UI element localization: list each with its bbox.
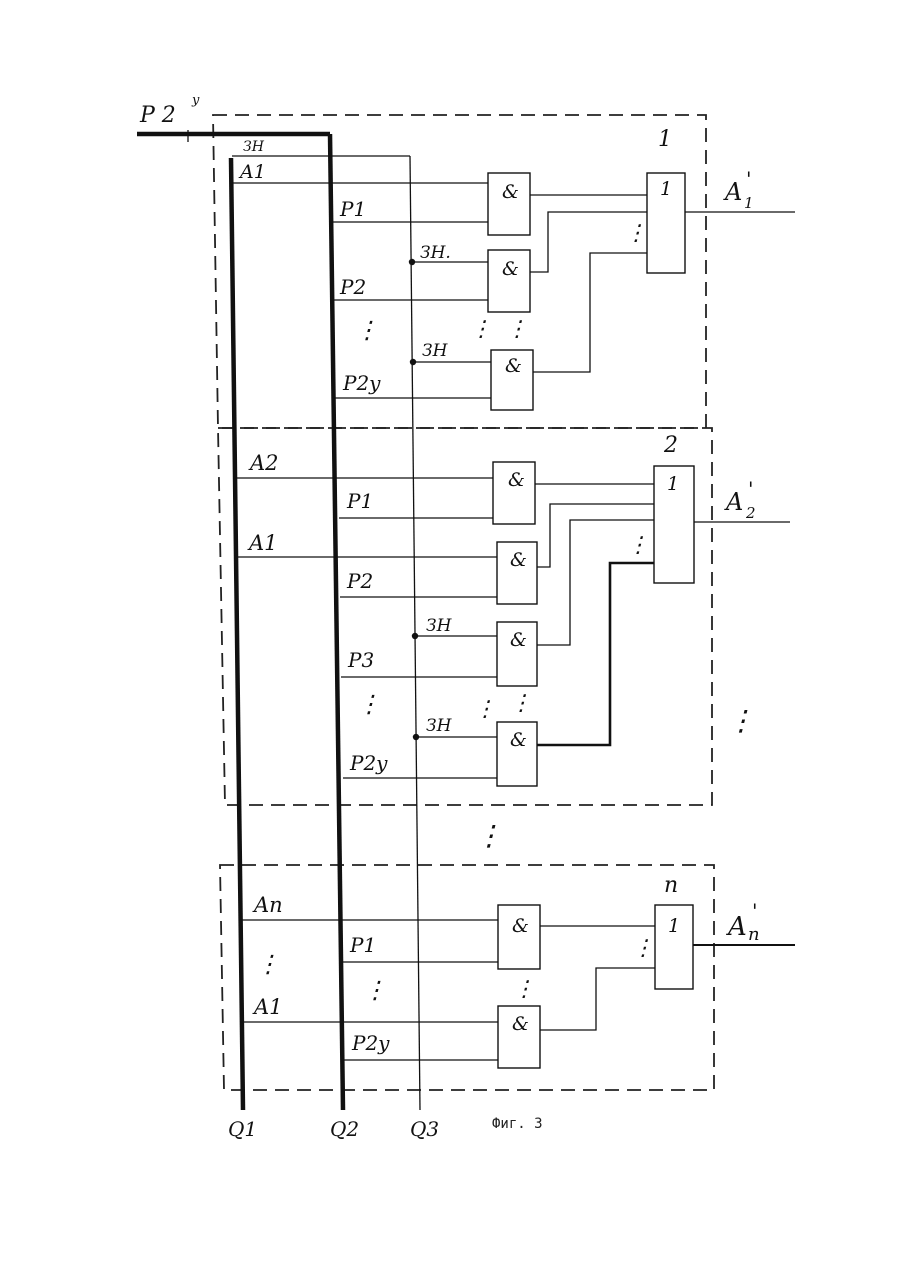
block-1-p1: P1 <box>339 197 366 221</box>
block-1-zn-1: ЗН. <box>420 243 451 263</box>
block-1-gate-ellipsis-b: ⋮ <box>506 317 528 342</box>
svg-text:n: n <box>748 924 760 945</box>
block-n-or-symbol: 1 <box>668 915 680 937</box>
svg-text:у: у <box>191 93 200 108</box>
block-n-and-symbol-1: & <box>512 915 529 937</box>
block-2-p-ellipsis: ⋮ <box>357 690 381 718</box>
block-1-input-a1: A1 <box>238 161 266 183</box>
block-2-input-a2: A2 <box>248 451 279 475</box>
block-1-or-ellipsis: ⋮ <box>625 221 647 246</box>
block-1-p2y: P2у <box>342 371 381 395</box>
block-n-or-ellipsis: ⋮ <box>632 936 654 961</box>
block-2-p3: P3 <box>347 648 374 672</box>
svg-text:A: A <box>723 178 742 206</box>
block-n-number: n <box>664 873 678 898</box>
block-2-right-ellipsis: ⋮ <box>727 704 755 737</box>
block-n-input-an: An <box>252 893 283 917</box>
bus-q1-label: Q1 <box>228 1117 257 1141</box>
block-n-p1: P1 <box>349 933 376 957</box>
block-2-p2y: P2у <box>349 751 388 775</box>
block-2-number: 2 <box>663 433 678 458</box>
block-2-and-symbol-4: & <box>510 729 527 751</box>
block-n-outline <box>220 865 714 1090</box>
svg-text:': ' <box>746 167 752 191</box>
block-n-input-a1: A1 <box>252 995 283 1019</box>
block-2-p2: P2 <box>346 569 373 593</box>
block-n: n An ⋮ A1 P1 ⋮ P2у & & 1 ⋮ ⋮ A ' n <box>239 873 795 1068</box>
svg-text:A: A <box>724 488 743 516</box>
block-2-gate-ellipsis-a: ⋮ <box>474 697 496 722</box>
block-1-zn-2: ЗН <box>422 341 449 361</box>
block-n-p-ellipsis: ⋮ <box>363 976 387 1004</box>
block-2-p1: P1 <box>346 489 373 513</box>
bus-q2-label: Q2 <box>330 1117 359 1141</box>
svg-text:': ' <box>748 477 754 501</box>
block-1-p2: P2 <box>339 275 366 299</box>
block-n-output-label: A ' n <box>726 899 760 945</box>
block-1-or-symbol: 1 <box>660 178 672 200</box>
svg-text:2: 2 <box>745 504 756 522</box>
block-1-output-label: A ' 1 <box>723 167 754 212</box>
block-2-or-ellipsis: ⋮ <box>627 533 649 558</box>
bus-q3-label: Q3 <box>410 1117 439 1141</box>
block-n-and-symbol-2: & <box>512 1013 529 1035</box>
svg-text:P 2: P 2 <box>139 103 176 128</box>
svg-text:A: A <box>726 912 747 942</box>
block-1-gate-ellipsis-a: ⋮ <box>470 317 492 342</box>
block-2-gate-ellipsis-b: ⋮ <box>510 691 532 716</box>
block-2-and-symbol-2: & <box>510 549 527 571</box>
svg-text:1: 1 <box>744 194 754 212</box>
block-2-output-label: A ' 2 <box>724 477 756 522</box>
block-2-or-symbol: 1 <box>667 473 679 495</box>
blocks-ellipsis: ⋮ <box>475 819 503 852</box>
block-2-and-symbol-3: & <box>510 629 527 651</box>
block-1-and-symbol-1: & <box>502 181 519 203</box>
top-zn-label: ЗН <box>243 139 265 155</box>
block-n-input-ellipsis: ⋮ <box>256 950 280 978</box>
block-n-gate-ellipsis: ⋮ <box>513 977 535 1002</box>
block-n-p2y: P2у <box>351 1031 390 1055</box>
figure-caption: Фиг. 3 <box>492 1116 543 1132</box>
block-2-zn-2: ЗН <box>426 716 453 736</box>
block-1-number: 1 <box>658 127 672 152</box>
block-1-outline <box>213 115 706 428</box>
block-1-and-symbol-3: & <box>505 355 522 377</box>
block-1-p-ellipsis: ⋮ <box>355 316 379 344</box>
block-1: 1 A1 P1 P2 ⋮ P2у ЗН. ЗН & & & 1 ⋮ ⋮ ⋮ A … <box>232 127 795 410</box>
block-2-zn-1: ЗН <box>426 616 453 636</box>
block-2-and-symbol-1: & <box>508 469 525 491</box>
bus-q1 <box>231 158 243 1110</box>
block-2-input-a1: A1 <box>247 531 278 555</box>
svg-text:': ' <box>752 899 758 923</box>
block-1-and-symbol-2: & <box>502 258 519 280</box>
input-bus-label: P 2 у <box>139 93 200 128</box>
block-2: 2 A2 A1 P1 P2 P3 ⋮ P2у ЗН ЗН & & & & 1 ⋮… <box>235 433 790 786</box>
